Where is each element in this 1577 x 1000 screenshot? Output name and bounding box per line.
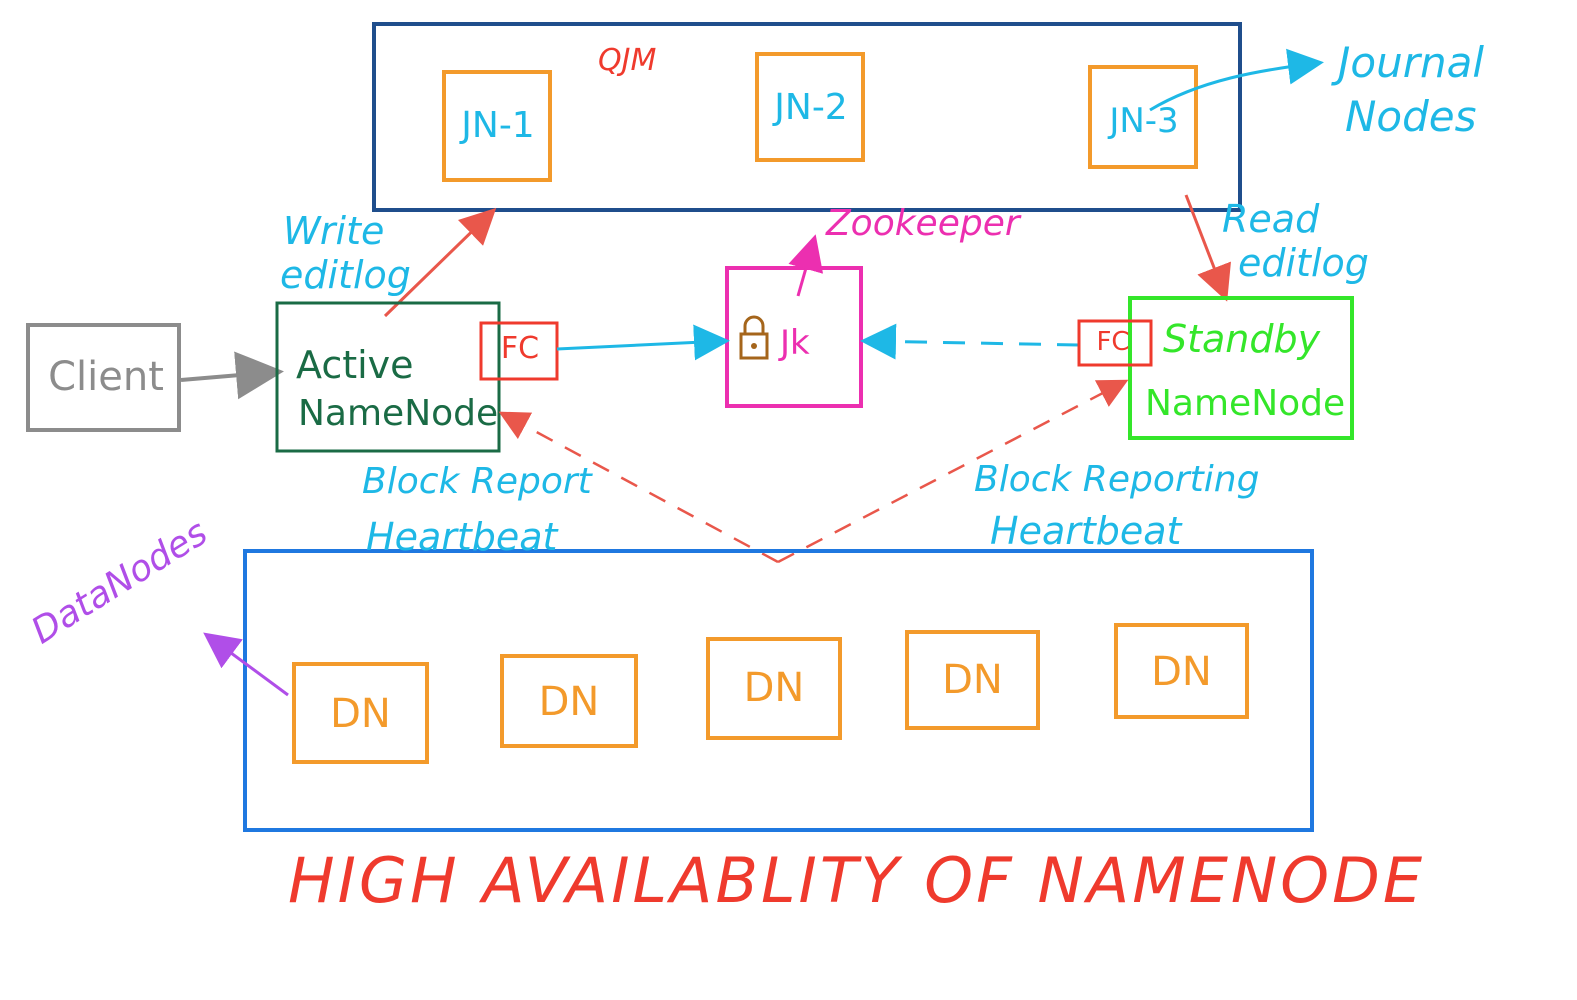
journal-node-box-3 [1088,65,1198,169]
zookeeper-label: Zookeeper [826,203,1020,244]
active-namenode-label-line1: Active [296,343,414,387]
zookeeper-lock-label: Jk [780,323,810,363]
datanode-label-4: DN [942,657,1003,703]
standby-fc-box [1077,319,1153,367]
journal-nodes-arrow [1149,48,1324,112]
journal-node-label-1: JN-1 [461,105,535,146]
journal-node-box-1 [442,70,552,182]
read-editlog-arrow [1184,194,1231,302]
standby-fc-label: FC [1096,327,1130,357]
block-report-arrow-right [777,379,1129,564]
datanode-box-2 [500,654,638,748]
journal-nodes-annotation-line1: Journal [1338,38,1484,87]
write-editlog-line2: editlog [280,253,411,297]
lock-icon [739,315,769,360]
journal-node-label-3: JN-3 [1109,101,1179,141]
client-to-active-arrow [180,351,284,400]
block-report-left-line2: Heartbeat [366,515,558,559]
block-report-arrow-left [498,411,779,564]
journal-node-box-2 [755,52,865,162]
datanode-box-1 [292,662,429,764]
standby-namenode-label-line2: NameNode [1145,383,1346,424]
write-editlog-arrow [383,207,497,318]
standby-namenode-label-line1: Standby [1163,317,1321,361]
zookeeper-arrow [788,234,824,297]
journal-nodes-annotation-line2: Nodes [1345,92,1477,141]
block-report-right-line1: Block Reporting [974,459,1260,500]
active-fc-label: FC [500,331,540,366]
diagram-title: HIGH AVAILABLITY OF NAMENODE [288,844,1426,917]
datanode-label-1: DN [330,691,391,737]
datanodes-arrow [203,632,289,697]
client-box [26,323,181,432]
block-report-left-line1: Block Report [362,461,592,502]
datanodes-container [243,549,1314,832]
journal-node-label-2: JN-2 [774,87,848,128]
write-editlog-line1: Write [283,209,385,253]
active-namenode-label-line2: NameNode [298,393,499,434]
datanode-box-5 [1114,623,1249,719]
datanode-box-3 [706,637,842,740]
datanode-label-3: DN [743,665,805,711]
datanode-box-4 [905,630,1040,730]
datanode-label-2: DN [538,679,600,725]
block-report-right-line2: Heartbeat [990,509,1182,553]
qjm-label: QJM [598,43,657,78]
qjm-container [372,22,1242,212]
standby-namenode-box [1128,296,1354,440]
active-fc-box [479,321,559,381]
standby-fc-to-zk-arrow [860,323,1080,360]
read-editlog-line2: editlog [1238,241,1369,285]
client-label: Client [48,354,164,400]
datanode-label-5: DN [1151,649,1212,695]
active-fc-to-zk-arrow [556,324,730,361]
active-namenode-box [275,301,501,453]
read-editlog-line1: Read [1222,197,1320,241]
